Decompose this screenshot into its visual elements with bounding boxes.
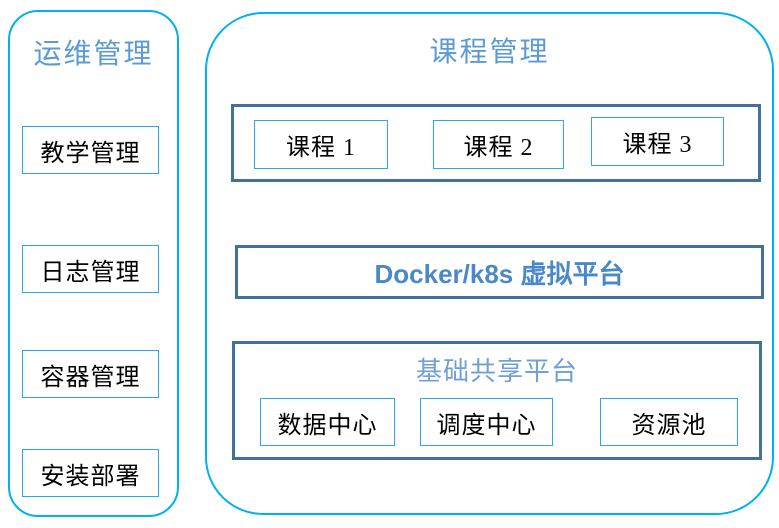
- course-panel-title: 课程管理: [429, 37, 550, 68]
- course-1-box: 课程 1: [254, 120, 388, 169]
- base-platform-group: 基础共享平台 数据中心 调度中心 资源池: [232, 341, 762, 460]
- ops-item-install-deploy: 安装部署: [22, 449, 159, 497]
- scheduling-center-box: 调度中心: [420, 398, 553, 446]
- ops-management-panel: 运维管理 教学管理 日志管理 容器管理 安装部署: [8, 10, 179, 517]
- ops-panel-title: 运维管理: [33, 39, 154, 70]
- course-3-box: 课程 3: [591, 117, 724, 166]
- ops-item-log-mgmt: 日志管理: [22, 245, 159, 293]
- resource-pool-box: 资源池: [600, 398, 738, 446]
- docker-k8s-platform-bar: Docker/k8s 虚拟平台: [235, 245, 764, 299]
- docker-k8s-platform-label: Docker/k8s 虚拟平台: [374, 258, 625, 289]
- course-group-box: 课程 1 课程 2 课程 3: [231, 104, 761, 182]
- base-platform-title: 基础共享平台: [415, 357, 578, 386]
- ops-item-container-mgmt: 容器管理: [22, 350, 159, 398]
- course-management-panel: 课程管理 课程 1 课程 2 课程 3 Docker/k8s 虚拟平台 基础共享…: [205, 12, 774, 515]
- course-2-box: 课程 2: [433, 120, 564, 169]
- ops-item-teaching-mgmt: 教学管理: [22, 126, 159, 174]
- data-center-box: 数据中心: [260, 398, 395, 446]
